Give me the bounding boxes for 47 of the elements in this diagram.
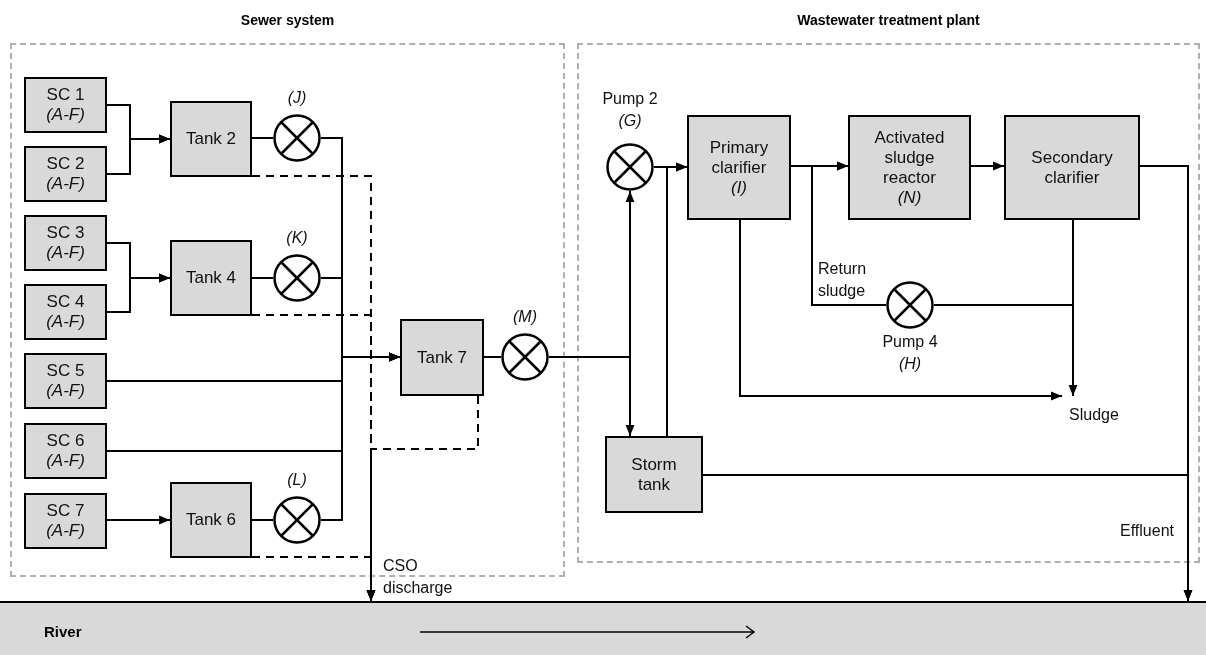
flow-arrow bbox=[970, 161, 1005, 171]
flow-arrow bbox=[106, 515, 171, 525]
flow-arrow bbox=[106, 134, 171, 175]
pump-label: (G) bbox=[617, 111, 643, 131]
process-box: Secondary clarifier bbox=[1004, 115, 1140, 220]
flow-arrow bbox=[666, 162, 688, 437]
process-box: SC 4 (A-F) bbox=[24, 284, 107, 340]
annotation: CSO discharge bbox=[383, 556, 454, 598]
pump-label: (L) bbox=[286, 470, 308, 490]
flow-arrow bbox=[1139, 165, 1193, 602]
flow-arrow bbox=[320, 352, 401, 521]
river-band bbox=[0, 601, 1206, 655]
pump-label: Pump 4 bbox=[881, 332, 939, 352]
flow-arrow bbox=[811, 161, 887, 306]
process-box: Tank 2 bbox=[170, 101, 252, 177]
pump-label: Pump 2 bbox=[601, 89, 659, 109]
process-box: Activated sludge reactor (N) bbox=[848, 115, 971, 220]
process-box: SC 3 (A-F) bbox=[24, 215, 107, 271]
flow-arrow bbox=[548, 356, 635, 437]
process-box: Storm tank bbox=[605, 436, 703, 513]
section-title: Wastewater treatment plant bbox=[796, 12, 981, 28]
pump-symbol bbox=[886, 281, 934, 329]
process-box: Tank 7 bbox=[400, 319, 484, 396]
flow-label: Sludge bbox=[1062, 396, 1126, 424]
pump-symbol bbox=[273, 254, 321, 302]
pump-label: (K) bbox=[285, 228, 309, 248]
process-box: SC 2 (A-F) bbox=[24, 146, 107, 202]
process-box: SC 6 (A-F) bbox=[24, 423, 107, 479]
pump-symbol bbox=[606, 143, 654, 191]
process-box: Primary clarifier (I) bbox=[687, 115, 791, 220]
section-title: Sewer system bbox=[239, 12, 336, 28]
pump-label: (H) bbox=[897, 354, 923, 374]
process-box: Tank 6 bbox=[170, 482, 252, 558]
river-label: River bbox=[44, 623, 82, 640]
flow-arrow bbox=[1068, 219, 1078, 397]
pump-symbol bbox=[273, 114, 321, 162]
pump-label: (M) bbox=[512, 307, 538, 327]
process-box: Tank 4 bbox=[170, 240, 252, 316]
process-box: SC 7 (A-F) bbox=[24, 493, 107, 549]
process-box: SC 1 (A-F) bbox=[24, 77, 107, 133]
pump-symbol bbox=[273, 496, 321, 544]
flow-arrow bbox=[739, 219, 1063, 401]
pump-symbol bbox=[501, 333, 549, 381]
overflow-arrow bbox=[366, 395, 479, 602]
pump-label: (J) bbox=[286, 88, 308, 108]
flow-arrow bbox=[106, 273, 171, 313]
process-box: SC 5 (A-F) bbox=[24, 353, 107, 409]
